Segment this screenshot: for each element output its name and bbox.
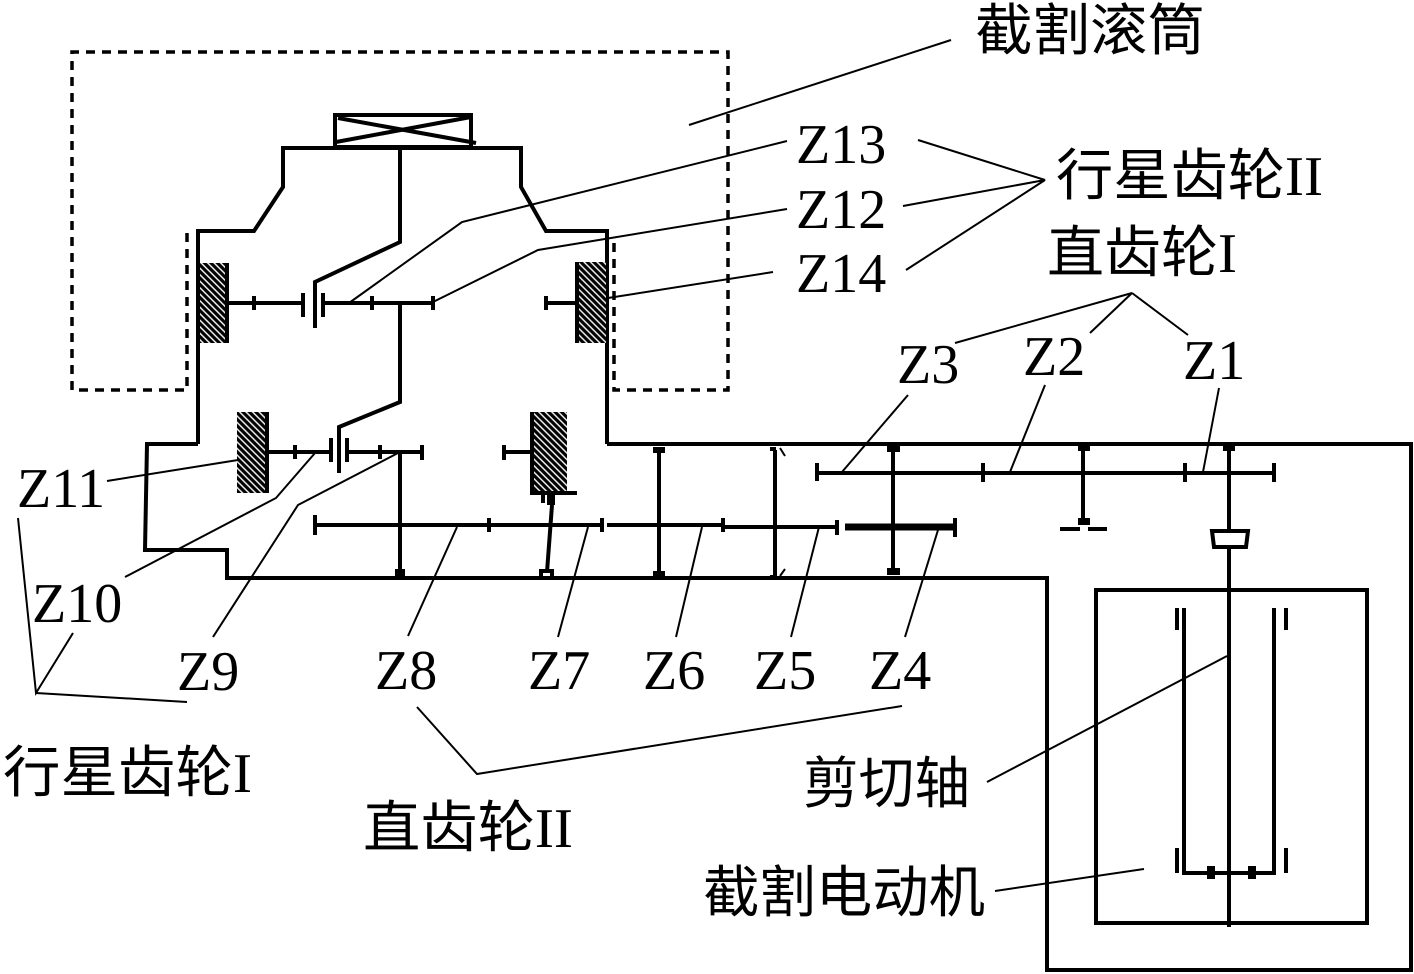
spur-gear-train-1 (815, 445, 1276, 549)
ring-gear-ground-left-1 (237, 412, 267, 493)
leader-z14 (607, 271, 774, 299)
leader-shear-shaft (986, 655, 1228, 783)
label-z3: Z3 (897, 334, 959, 396)
motor-casing (1094, 588, 1369, 925)
bracket-planetary-gear-2 (902, 139, 1046, 271)
label-z1: Z1 (1183, 330, 1245, 392)
label-z14: Z14 (796, 243, 886, 305)
bearing-bracket (539, 569, 554, 578)
label-z8: Z8 (375, 640, 437, 702)
label-planetary-gear-1: 行星齿轮I (3, 743, 252, 805)
label-cutting-drum: 截割滚筒 (975, 1, 1205, 63)
label-planetary-gear-2: 行星齿轮II (1056, 146, 1323, 208)
leader-lines (17, 39, 1228, 892)
bearing-block (1248, 866, 1256, 879)
bearing-box-rect (333, 113, 473, 149)
cutting-drum-outline (70, 50, 730, 392)
bracket-spur-gear-2 (416, 705, 903, 776)
bearing-block (887, 445, 900, 452)
housing-lower-outline (142, 442, 1413, 972)
shaft-z7 (545, 504, 554, 573)
shaft-coupling (1209, 529, 1251, 549)
bearing-block (395, 569, 405, 577)
leader-cutting-drum (688, 39, 952, 126)
output-bearing-box (333, 113, 477, 149)
planetary-stage-1 (237, 303, 577, 577)
cutting-motor (1094, 547, 1369, 927)
labels: 截割滚筒 Z13 Z12 Z14 行星齿轮II 直齿轮I Z3 Z2 Z1 Z1… (3, 1, 1323, 925)
label-z4: Z4 (869, 640, 931, 702)
bearing-block (541, 493, 545, 503)
ring-gear-ground-left-2 (200, 263, 227, 343)
label-z7: Z7 (528, 640, 590, 702)
leader-z4 (904, 529, 939, 638)
leader-z12 (432, 208, 788, 303)
label-cutting-motor: 截割电动机 (703, 863, 985, 925)
bearing-block (547, 493, 555, 505)
label-spur-gear-2: 直齿轮II (363, 798, 573, 860)
bearing-block (1078, 518, 1090, 525)
bearing-block (1223, 445, 1235, 451)
bearing-mark (779, 447, 786, 457)
label-z2: Z2 (1023, 326, 1085, 388)
leader-z3 (841, 394, 909, 473)
label-spur-gear-1: 直齿轮I (1047, 223, 1237, 285)
bearing-block (887, 568, 900, 575)
leader-z10 (124, 452, 316, 578)
bearing-box-diagonal (335, 115, 472, 144)
leader-z7 (557, 526, 589, 638)
label-z11: Z11 (17, 458, 105, 520)
label-shear-shaft: 剪切轴 (803, 754, 970, 816)
leader-z9 (212, 452, 399, 638)
bearing-block (1078, 445, 1090, 451)
bearing-block (653, 571, 665, 577)
bearing-block (653, 447, 665, 453)
leader-z11 (106, 459, 239, 482)
label-z13: Z13 (796, 114, 886, 176)
label-z12: Z12 (796, 179, 886, 241)
leader-z6 (675, 526, 703, 638)
leader-z1 (1202, 387, 1220, 473)
leader-z5 (790, 526, 820, 638)
label-z5: Z5 (754, 640, 816, 702)
planet-carrier-1 (337, 303, 402, 473)
leader-z2 (1009, 384, 1046, 473)
motor-rotor (1182, 608, 1276, 875)
bracket-planetary-gear-1 (17, 517, 188, 703)
leader-cutting-motor (994, 868, 1145, 892)
spur-gear-train-2 (313, 445, 957, 579)
label-z6: Z6 (643, 640, 705, 702)
bracket-spur-gear-1 (954, 292, 1189, 344)
ring-gear-ground-right-2 (577, 262, 606, 343)
label-z9: Z9 (177, 641, 239, 703)
ring-gear-ground-right-1 (532, 412, 567, 492)
leader-z13 (348, 140, 788, 304)
planetary-stage-2 (200, 148, 606, 343)
leader-z8 (407, 526, 458, 637)
bearing-block (1207, 866, 1215, 879)
planet-carrier-2 (313, 148, 402, 328)
bearing-mark (779, 568, 786, 577)
label-z10: Z10 (32, 573, 122, 635)
